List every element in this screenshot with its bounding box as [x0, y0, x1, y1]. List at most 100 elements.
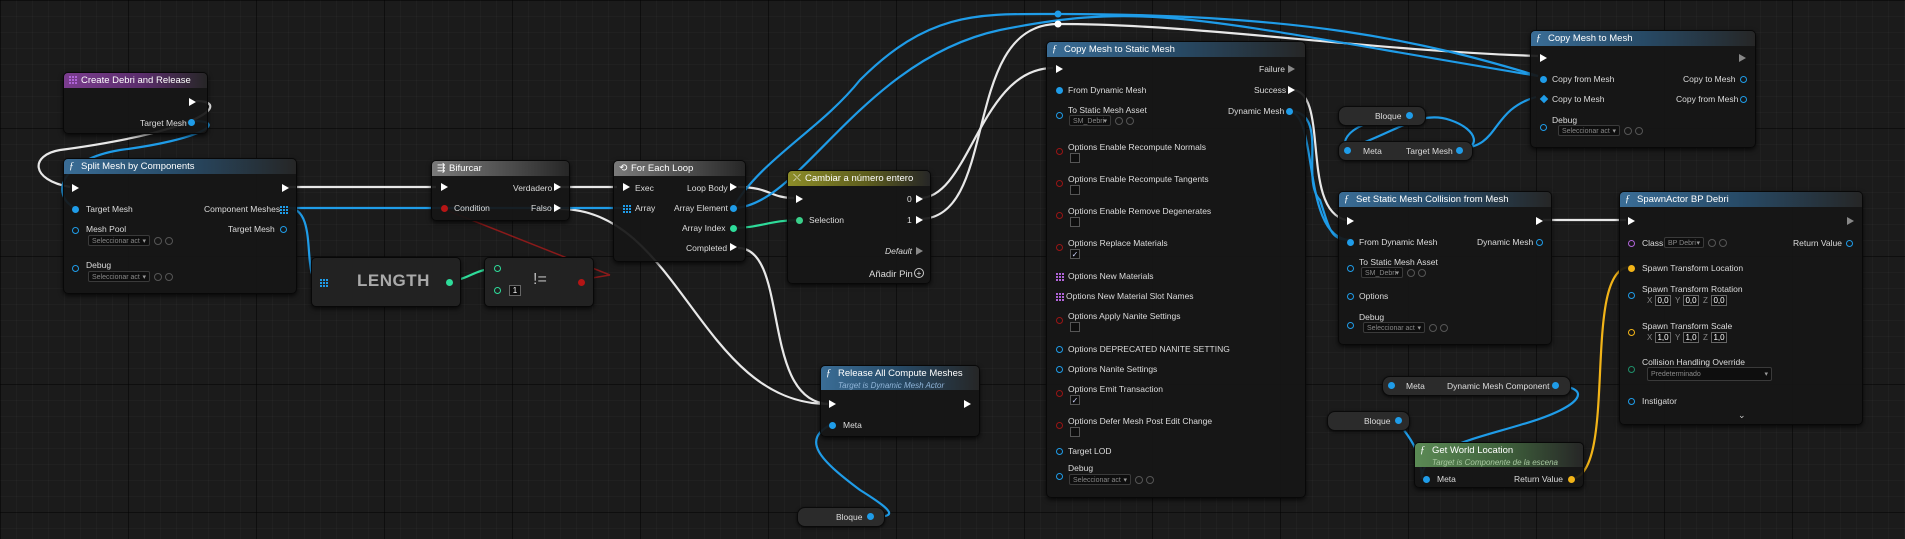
return-value-out-pin[interactable] — [1568, 476, 1575, 483]
browse-icon[interactable] — [1708, 239, 1716, 247]
false-exec-out-pin[interactable] — [554, 204, 561, 212]
array-in-pin[interactable] — [320, 279, 328, 287]
browse-icon[interactable] — [1135, 476, 1143, 484]
int-out-pin[interactable] — [446, 279, 453, 286]
browse-icon[interactable] — [1429, 324, 1437, 332]
exec-in-pin[interactable] — [796, 195, 803, 203]
exec-out-pin[interactable] — [189, 98, 196, 106]
copy-to-mesh-out-pin[interactable] — [1740, 76, 1747, 83]
browse-icon[interactable] — [1407, 269, 1415, 277]
int-value-box[interactable]: 1 — [509, 285, 521, 296]
variable-out-pin[interactable] — [867, 513, 874, 520]
exec-in-pin[interactable] — [1540, 54, 1547, 62]
chevron-down-icon[interactable]: ⌄ — [1738, 410, 1746, 420]
exec-in-pin[interactable] — [1628, 217, 1635, 225]
copy-from-mesh-out-pin[interactable] — [1740, 96, 1747, 103]
exec-in-pin[interactable] — [623, 183, 630, 191]
array-in-pin[interactable] — [1056, 293, 1064, 301]
static-mesh-dropdown[interactable]: SM_Debri — [1069, 115, 1111, 126]
class-dropdown[interactable]: BP Debri — [1664, 237, 1704, 248]
array-in-pin[interactable] — [1056, 273, 1064, 281]
bool-in-pin[interactable] — [1056, 422, 1063, 429]
condition-in-pin[interactable] — [441, 205, 448, 212]
variable-out-pin[interactable] — [1406, 112, 1413, 119]
scale-y-input[interactable]: 1,0 — [1683, 332, 1699, 343]
success-exec-out-pin[interactable] — [1288, 86, 1295, 94]
debug-dropdown[interactable]: Seleccionar act — [1558, 125, 1620, 136]
search-icon[interactable] — [1635, 127, 1643, 135]
bool-in-pin[interactable] — [1056, 244, 1063, 251]
debug-in-pin[interactable] — [1347, 322, 1354, 329]
search-icon[interactable] — [1719, 239, 1727, 247]
case-1-exec-out-pin[interactable] — [916, 216, 923, 224]
target-mesh-out-pin[interactable] — [1456, 147, 1463, 154]
exec-in-pin[interactable] — [1347, 217, 1354, 225]
node-split-mesh[interactable]: ƒ Split Mesh by Components Target Mesh C… — [63, 158, 297, 294]
from-dynamic-mesh-in-pin[interactable] — [1056, 87, 1063, 94]
bool-in-pin[interactable] — [1056, 148, 1063, 155]
node-copy-mesh-static[interactable]: ƒ Copy Mesh to Static Mesh Failure From … — [1046, 41, 1306, 498]
failure-exec-out-pin[interactable] — [1288, 65, 1295, 73]
checkbox-checked[interactable]: ✓ — [1070, 249, 1080, 259]
rotation-x-input[interactable]: 0,0 — [1655, 295, 1671, 306]
node-set-collision[interactable]: ƒ Set Static Mesh Collision from Mesh Fr… — [1338, 191, 1552, 345]
bool-in-pin[interactable] — [1056, 180, 1063, 187]
exec-out-pin[interactable] — [1847, 217, 1854, 225]
node-meta-target-mesh[interactable]: Meta Target Mesh — [1338, 141, 1473, 161]
default-exec-out-pin[interactable] — [916, 247, 923, 255]
bool-in-pin[interactable] — [1056, 390, 1063, 397]
target-mesh-in-pin[interactable] — [72, 206, 79, 213]
exec-out-pin[interactable] — [964, 400, 971, 408]
node-meta-dynamic-mesh[interactable]: Meta Dynamic Mesh Component — [1382, 376, 1571, 396]
array-element-out-pin[interactable] — [730, 205, 737, 212]
from-dynamic-mesh-in-pin[interactable] — [1347, 239, 1354, 246]
browse-icon[interactable] — [154, 237, 162, 245]
search-icon[interactable] — [165, 273, 173, 281]
checkbox[interactable] — [1070, 217, 1080, 227]
variable-out-pin[interactable] — [1395, 417, 1402, 424]
int-in-pin-a[interactable] — [494, 265, 501, 272]
array-index-out-pin[interactable] — [730, 225, 737, 232]
search-icon[interactable] — [1440, 324, 1448, 332]
node-spawn-actor[interactable]: ƒ SpawnActor BP Debri Class BP Debri Ret… — [1619, 191, 1863, 425]
collision-dropdown[interactable]: Predeterminado — [1647, 367, 1772, 381]
array-pin[interactable] — [280, 206, 288, 214]
debug-dropdown[interactable]: Seleccionar act — [1363, 322, 1425, 333]
spawn-location-in-pin[interactable] — [1628, 265, 1635, 272]
variable-bloque[interactable]: Bloque — [1327, 411, 1410, 431]
exec-in-pin[interactable] — [1056, 65, 1063, 73]
options-in-pin[interactable] — [1347, 293, 1354, 300]
collision-override-in-pin[interactable] — [1628, 366, 1635, 373]
bool-in-pin[interactable] — [1056, 317, 1063, 324]
node-create-debri[interactable]: Create Debri and Release Target Mesh — [63, 72, 208, 134]
checkbox[interactable] — [1070, 153, 1080, 163]
bool-in-pin[interactable] — [1056, 212, 1063, 219]
browse-icon[interactable] — [154, 273, 162, 281]
loop-body-exec-out-pin[interactable] — [730, 183, 737, 191]
search-icon[interactable] — [1126, 117, 1134, 125]
add-pin-button[interactable]: Añadir Pin — [869, 269, 913, 280]
search-icon[interactable] — [1418, 269, 1426, 277]
node-bifurcar[interactable]: ⇶ Bifurcar Verdadero Condition Falso — [431, 160, 570, 221]
rotation-y-input[interactable]: 0,0 — [1683, 295, 1699, 306]
debug-in-pin[interactable] — [1056, 473, 1063, 480]
debug-dropdown[interactable]: Seleccionar act — [88, 271, 150, 282]
debug-dropdown[interactable]: Seleccionar act — [1069, 474, 1131, 485]
scale-z-input[interactable]: 1,0 — [1711, 332, 1727, 343]
exec-out-pin[interactable] — [1536, 217, 1543, 225]
variable-bloque[interactable]: Bloque — [797, 507, 885, 527]
node-not-equal[interactable]: 1 != — [484, 257, 594, 307]
exec-out-pin[interactable] — [1739, 54, 1746, 62]
rotation-z-input[interactable]: 0,0 — [1711, 295, 1727, 306]
class-in-pin[interactable] — [1628, 240, 1635, 247]
meta-in-pin[interactable] — [1423, 476, 1430, 483]
to-static-mesh-in-pin[interactable] — [1056, 112, 1063, 119]
node-get-world-location[interactable]: ƒ Get World Location Target is Component… — [1414, 442, 1584, 488]
checkbox-checked[interactable]: ✓ — [1070, 395, 1080, 405]
node-for-each-loop[interactable]: ⟲ For Each Loop Exec Loop Body Array Arr… — [613, 160, 746, 262]
mesh-pool-in-pin[interactable] — [72, 227, 79, 234]
spawn-rotation-in-pin[interactable] — [1628, 292, 1635, 299]
case-0-exec-out-pin[interactable] — [916, 195, 923, 203]
meta-in-pin[interactable] — [1344, 147, 1351, 154]
node-release-all[interactable]: ƒ Release All Compute Meshes Target is D… — [820, 365, 980, 437]
